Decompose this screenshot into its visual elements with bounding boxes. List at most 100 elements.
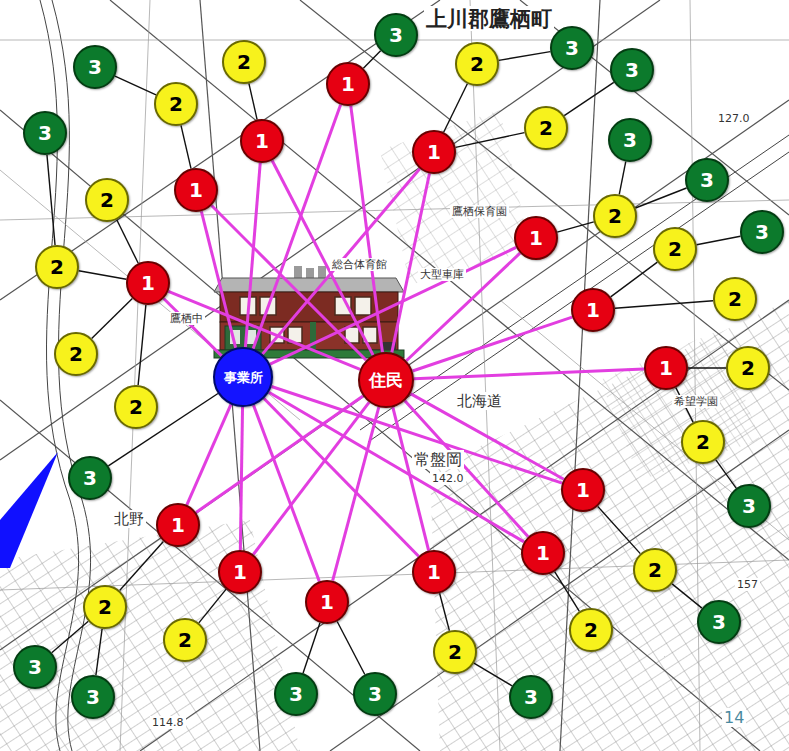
second-contact-circle: 2 — [633, 548, 677, 592]
relay-line — [120, 541, 164, 590]
office-circle: 事業所 — [213, 347, 273, 407]
circle-label: 2 — [237, 52, 251, 72]
circle-label: 2 — [584, 620, 598, 640]
contact-line — [212, 206, 367, 361]
second-contact-circle: 2 — [569, 608, 613, 652]
map-label: 114.8 — [150, 716, 186, 729]
circle-label: 3 — [28, 657, 42, 677]
circle-label: 1 — [536, 543, 550, 563]
contact-line — [196, 396, 363, 512]
circle-label: 1 — [586, 300, 600, 320]
relay-line — [444, 84, 468, 132]
circle-label: 3 — [565, 38, 579, 58]
relay-line — [564, 82, 614, 115]
contact-line — [333, 407, 379, 581]
circle-label: 1 — [320, 592, 334, 612]
circle-label: 2 — [470, 54, 484, 74]
map-label: 大型車庫 — [418, 268, 466, 281]
contact-line — [201, 211, 235, 348]
circle-label: 3 — [83, 468, 97, 488]
second-contact-circle: 2 — [455, 42, 499, 86]
contact-line — [351, 106, 383, 352]
second-contact-circle: 2 — [433, 630, 477, 674]
relay-line — [52, 621, 89, 652]
relay-line — [96, 629, 102, 675]
circle-label: 1 — [255, 131, 269, 151]
circle-label: 1 — [427, 562, 441, 582]
circle-label: 2 — [69, 344, 83, 364]
circle-label: 2 — [608, 206, 622, 226]
circle-label: 1 — [659, 358, 673, 378]
circle-label: 3 — [86, 687, 100, 707]
first-contact-circle: 1 — [240, 119, 284, 163]
contact-line — [269, 392, 524, 542]
relay-line — [181, 125, 191, 168]
first-contact-circle: 1 — [156, 503, 200, 547]
relay-line — [555, 572, 580, 612]
relay-line — [615, 301, 713, 309]
circle-label: 2 — [169, 94, 183, 114]
third-contact-circle: 3 — [509, 675, 553, 719]
third-contact-circle: 3 — [353, 672, 397, 716]
relay-line — [79, 271, 127, 279]
circle-label: 2 — [178, 630, 192, 650]
circle-label: 3 — [524, 687, 538, 707]
first-contact-circle: 1 — [174, 168, 218, 212]
third-contact-circle: 3 — [550, 26, 594, 70]
first-contact-circle: 1 — [571, 288, 615, 332]
first-contact-circle: 1 — [305, 580, 349, 624]
circle-label: 2 — [648, 560, 662, 580]
first-contact-circle: 1 — [218, 550, 262, 594]
second-contact-circle: 2 — [593, 194, 637, 238]
third-contact-circle: 3 — [685, 158, 729, 202]
circle-label: 3 — [289, 684, 303, 704]
first-contact-circle: 1 — [644, 346, 688, 390]
second-contact-circle: 2 — [154, 82, 198, 126]
relay-line — [115, 76, 156, 95]
circle-label: 3 — [368, 684, 382, 704]
map-label: 常盤岡 — [412, 450, 464, 469]
circle-label: 2 — [668, 239, 682, 259]
contact-line — [164, 298, 222, 355]
contact-line — [406, 253, 520, 361]
second-contact-circle: 2 — [85, 178, 129, 222]
relay-line — [598, 506, 641, 553]
circle-label: 1 — [427, 142, 441, 162]
second-contact-circle: 2 — [35, 245, 79, 289]
map-label: 127.0 — [716, 112, 752, 125]
third-contact-circle: 3 — [73, 45, 117, 89]
circle-label: 3 — [742, 496, 756, 516]
circle-label: 1 — [529, 228, 543, 248]
circle-label: 2 — [728, 289, 742, 309]
circle-label: 3 — [712, 612, 726, 632]
second-contact-circle: 2 — [163, 618, 207, 662]
circle-label: 1 — [576, 480, 590, 500]
relay-line — [688, 368, 726, 369]
relay-line — [440, 593, 450, 630]
contact-line — [393, 407, 429, 550]
circle-label: 3 — [625, 60, 639, 80]
map-label: 上川郡鷹栖町 — [424, 6, 554, 31]
circle-label: 1 — [233, 562, 247, 582]
circle-label: 1 — [141, 273, 155, 293]
relay-line — [92, 298, 133, 338]
relay-line — [619, 162, 625, 195]
circle-label: 3 — [88, 57, 102, 77]
map-label: 総合体育館 — [330, 258, 389, 271]
relay-line — [337, 622, 365, 675]
contact-line — [414, 369, 644, 379]
circle-label: 2 — [50, 257, 64, 277]
third-contact-circle: 3 — [610, 48, 654, 92]
circle-label: 2 — [448, 642, 462, 662]
relay-line — [474, 663, 512, 686]
relay-line — [672, 584, 702, 608]
circle-label: 1 — [341, 74, 355, 94]
relay-line — [499, 52, 551, 61]
contact-line — [253, 402, 369, 554]
circle-label: 1 — [171, 515, 185, 535]
map-label: 鷹栖保育園 — [450, 205, 509, 218]
map-label: 北野 — [112, 510, 146, 528]
first-contact-circle: 1 — [126, 261, 170, 305]
